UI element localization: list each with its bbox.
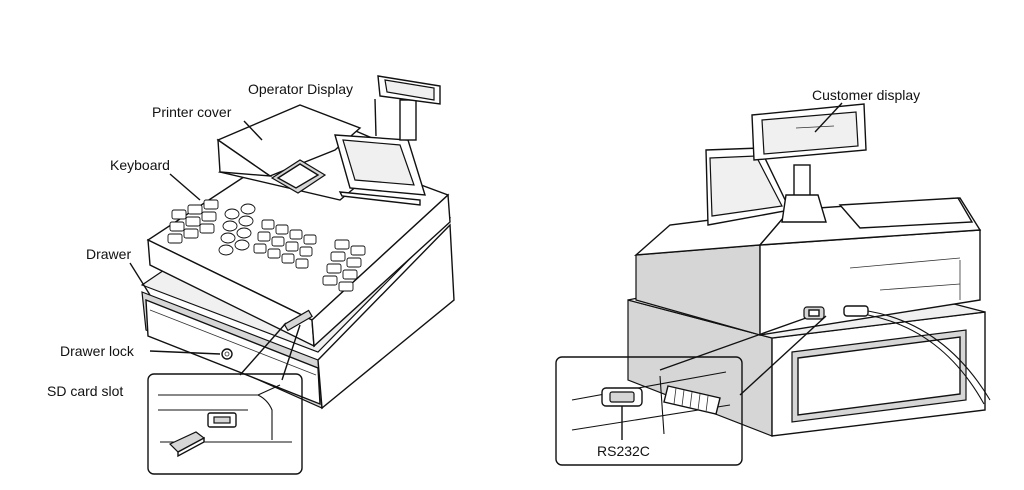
sd-card-icon [170, 432, 204, 456]
operator-display-label: Operator Display [248, 81, 353, 97]
drawer-label: Drawer [86, 246, 131, 262]
rs232c-label: RS232C [597, 443, 650, 459]
customer-display-label: Customer display [812, 87, 920, 103]
sd-card-slot-label: SD card slot [47, 383, 123, 399]
front-view-register [142, 76, 454, 408]
keyboard-label: Keyboard [110, 157, 170, 173]
drawer-lock-icon [222, 349, 232, 359]
rear-view-register [628, 104, 990, 436]
drawer-lock-label: Drawer lock [60, 343, 135, 359]
rs232c-connector-icon [804, 307, 824, 319]
printer-cover-label: Printer cover [152, 104, 232, 120]
